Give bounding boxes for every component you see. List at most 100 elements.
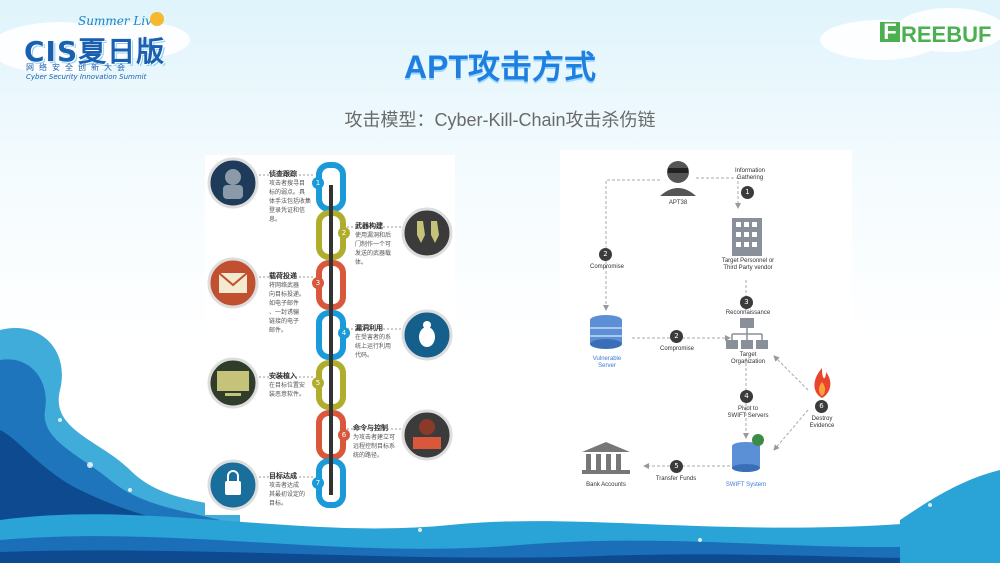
stage-icon-1 xyxy=(209,159,257,207)
stage-desc-1-2: 体手法包括收集 xyxy=(269,197,313,206)
target-org-label: Target Organization xyxy=(720,352,776,366)
stage-desc-6-0: 为攻击者建立可 xyxy=(353,433,401,442)
stage-icon-3 xyxy=(209,259,257,307)
stage-desc-3-1: 向目标投递。 xyxy=(269,290,313,299)
stage-number-3: 3 xyxy=(312,277,324,289)
stage-text-7: 目标达成 攻击者达成 其最初设定的 目标。 xyxy=(269,471,313,508)
stage-desc-6-2: 统的路径。 xyxy=(353,451,401,460)
stage-text-6: 命令与控制 为攻击者建立可 远程控制目标系 统的路径。 xyxy=(353,423,401,460)
stage-title-3: 载荷投递 xyxy=(269,271,313,281)
flow-step-5: 5 xyxy=(670,460,683,473)
stage-desc-7-1: 其最初设定的 xyxy=(269,490,313,499)
stage-icon-5 xyxy=(209,359,257,407)
stage-desc-7-2: 目标。 xyxy=(269,499,313,508)
stage-desc-7-0: 攻击者达成 xyxy=(269,481,313,490)
apt38-label: APT38 xyxy=(658,200,698,207)
fire-icon xyxy=(814,368,830,398)
info-gathering-label: Information Gathering xyxy=(720,168,780,182)
kill-chain-graphic xyxy=(205,155,455,515)
target-org-line1: Target xyxy=(720,352,776,359)
pivot-line2: SWIFT Servers xyxy=(720,413,776,420)
destroy-line1: Destroy xyxy=(800,416,844,423)
stage-desc-4-0: 在受害者的系 xyxy=(355,333,401,342)
swift-system-label: SWIFT System xyxy=(716,482,776,489)
kill-chain-panel: 1 2 3 4 5 6 7 侦查跟踪 攻击者搜寻目 标的弱点。具 体手法包括收集… xyxy=(205,155,455,515)
stage-text-3: 载荷投递 将网络武器 向目标投递。 如电子邮件 、一封诱骗 链接的电子 邮件。 xyxy=(269,271,313,335)
flow-step-6: 6 xyxy=(815,400,828,413)
stage-desc-1-1: 标的弱点。具 xyxy=(269,188,313,197)
stage-desc-6-1: 远程控制目标系 xyxy=(353,442,401,451)
flow-step-1: 1 xyxy=(741,186,754,199)
pivot-line1: Pivot to xyxy=(720,406,776,413)
stage-desc-3-4: 链接的电子 xyxy=(269,317,313,326)
apt38-flow-panel: 1 2 2 3 4 5 6 APT38 Information Gatherin… xyxy=(560,150,852,496)
stage-desc-4-1: 统上运行利用 xyxy=(355,342,401,351)
stage-text-1: 侦查跟踪 攻击者搜寻目 标的弱点。具 体手法包括收集 登录凭证和信 息。 xyxy=(269,169,313,224)
stage-number-4: 4 xyxy=(338,327,350,339)
hacker-icon xyxy=(660,161,696,196)
target-vendor-line2: Third Party vendor xyxy=(710,265,786,272)
flow-step-4: 4 xyxy=(740,390,753,403)
stage-desc-3-5: 邮件。 xyxy=(269,326,313,335)
target-vendor-label: Target Personnel or Third Party vendor xyxy=(710,258,786,272)
stage-desc-1-0: 攻击者搜寻目 xyxy=(269,179,313,188)
stage-text-2: 武器构建 使用漏洞和后 门制作一个可 发送的武器载 体。 xyxy=(355,221,401,267)
bank-icon xyxy=(582,442,630,474)
swift-database-icon xyxy=(732,434,764,472)
info-gathering-line2: Gathering xyxy=(720,175,780,182)
stage-desc-2-0: 使用漏洞和后 xyxy=(355,231,401,240)
stage-icon-7 xyxy=(209,461,257,509)
stage-desc-1-3: 登录凭证和信 xyxy=(269,206,313,215)
stage-desc-2-1: 门制作一个可 xyxy=(355,240,401,249)
stage-title-2: 武器构建 xyxy=(355,221,401,231)
freebuf-mark: F xyxy=(880,22,900,42)
stage-title-4: 漏洞利用 xyxy=(355,323,401,333)
transfer-funds-label: Transfer Funds xyxy=(646,476,706,483)
stage-number-5: 5 xyxy=(312,377,324,389)
stage-desc-4-2: 代码。 xyxy=(355,351,401,360)
target-org-line2: Organization xyxy=(720,359,776,366)
stage-desc-1-4: 息。 xyxy=(269,215,313,224)
stage-title-7: 目标达成 xyxy=(269,471,313,481)
stage-icon-6 xyxy=(403,411,451,459)
vulnerable-server-label: Vulnerable Server xyxy=(582,356,632,370)
flow-step-2b: 2 xyxy=(670,330,683,343)
wave-right xyxy=(900,470,1000,563)
target-vendor-line1: Target Personnel or xyxy=(710,258,786,265)
bank-accounts-label: Bank Accounts xyxy=(576,482,636,489)
compromise-label-a: Compromise xyxy=(582,264,632,271)
stage-number-2: 2 xyxy=(338,227,350,239)
destroy-evidence-label: Destroy Evidence xyxy=(800,416,844,430)
stage-desc-3-0: 将网络武器 xyxy=(269,281,313,290)
stage-title-5: 安装植入 xyxy=(269,371,313,381)
flow-step-2a: 2 xyxy=(599,248,612,261)
reconnaissance-label: Reconnaissance xyxy=(718,310,778,317)
stage-desc-2-2: 发送的武器载 xyxy=(355,249,401,258)
sun-icon xyxy=(150,12,164,26)
stage-text-4: 漏洞利用 在受害者的系 统上运行利用 代码。 xyxy=(355,323,401,360)
stage-desc-5-1: 装恶意软件。 xyxy=(269,390,313,399)
summer-live-logo: Summer Live xyxy=(78,14,159,28)
pivot-label: Pivot to SWIFT Servers xyxy=(720,406,776,420)
stage-number-7: 7 xyxy=(312,477,324,489)
vulnerable-server-line2: Server xyxy=(582,363,632,370)
server-icon xyxy=(590,315,622,349)
page-title: APT攻击方式 xyxy=(0,42,1000,88)
stage-title-1: 侦查跟踪 xyxy=(269,169,313,179)
stage-title-6: 命令与控制 xyxy=(353,423,401,433)
org-chart-icon xyxy=(726,318,768,349)
stage-number-6: 6 xyxy=(338,429,350,441)
destroy-line2: Evidence xyxy=(800,423,844,430)
page-subtitle: 攻击模型：Cyber-Kill-Chain攻击杀伤链 xyxy=(0,106,1000,132)
compromise-label-b: Compromise xyxy=(652,346,702,353)
stage-icon-2 xyxy=(403,209,451,257)
stage-icon-4 xyxy=(403,311,451,359)
flow-step-3: 3 xyxy=(740,296,753,309)
info-gathering-line1: Information xyxy=(720,168,780,175)
stage-desc-2-3: 体。 xyxy=(355,258,401,267)
stage-desc-5-0: 在目标位置安 xyxy=(269,381,313,390)
building-icon xyxy=(732,218,762,256)
vulnerable-server-line1: Vulnerable xyxy=(582,356,632,363)
stage-desc-3-3: 、一封诱骗 xyxy=(269,308,313,317)
stage-number-1: 1 xyxy=(312,177,324,189)
